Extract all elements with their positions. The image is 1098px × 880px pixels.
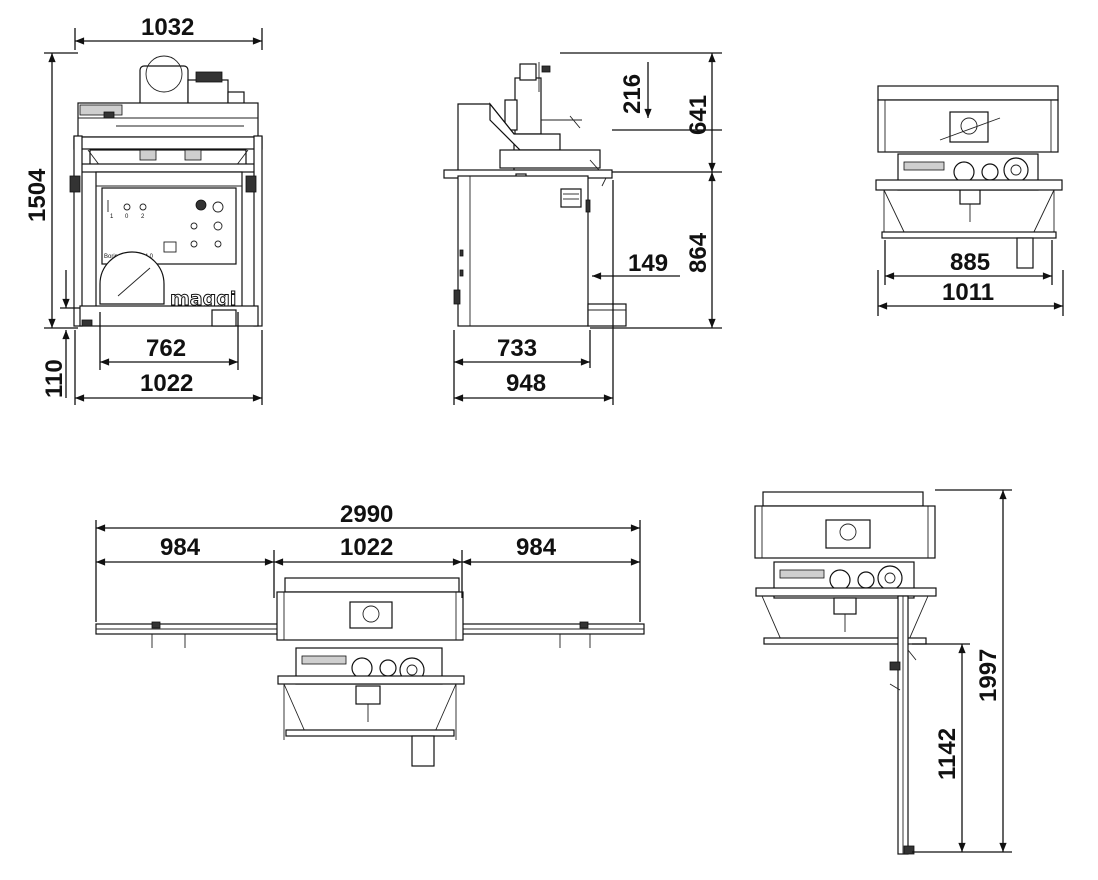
- dim-side-upper-total: 641: [685, 95, 712, 135]
- extended-dimensions: 2990 984 1022 984: [95, 501, 641, 622]
- side-dimensions: 216 641 864 149 733 948: [453, 52, 722, 405]
- dim-front-width-top: 1032: [141, 14, 194, 41]
- dim-front-height: 1504: [24, 168, 51, 222]
- top-view-dimensions: 885 1011: [877, 240, 1064, 316]
- dim-side-lower-part: 864: [685, 232, 712, 273]
- top-view: [875, 85, 1063, 269]
- switch-label-0: 0: [125, 214, 129, 220]
- dim-side-pedal-offset: 149: [628, 250, 668, 277]
- side-view: [443, 62, 627, 327]
- dim-extended-total-length: 2990: [340, 501, 393, 528]
- dim-angled-total-depth: 1997: [975, 649, 1002, 702]
- dim-top-total-width: 1011: [942, 279, 994, 306]
- dim-top-inner-width: 885: [950, 249, 990, 276]
- front-dimensions: 1032 1504 110 762 1022: [24, 14, 263, 405]
- dim-front-base-width: 1022: [140, 370, 193, 397]
- dim-angled-extension-depth: 1142: [934, 728, 961, 780]
- dim-extended-right: 984: [516, 534, 557, 561]
- switch-label-1: 1: [110, 214, 114, 220]
- extended-view: [95, 577, 645, 767]
- switch-label-2: 2: [141, 214, 145, 220]
- dim-front-inner-width: 762: [146, 335, 186, 362]
- dim-side-inner-depth: 733: [497, 335, 537, 362]
- angled-view: [754, 491, 937, 855]
- dim-extended-left: 984: [160, 534, 201, 561]
- angled-dimensions: 1997 1142: [912, 489, 1012, 853]
- dim-front-foot-height: 110: [41, 359, 68, 398]
- dim-extended-center: 1022: [340, 534, 393, 561]
- dim-side-upper-part: 216: [619, 74, 646, 114]
- front-view: 1 0 2 Boring System 4.0 maggi: [69, 55, 263, 327]
- dim-side-total-depth: 948: [506, 370, 546, 397]
- brand-logo-text: maggi: [170, 288, 236, 310]
